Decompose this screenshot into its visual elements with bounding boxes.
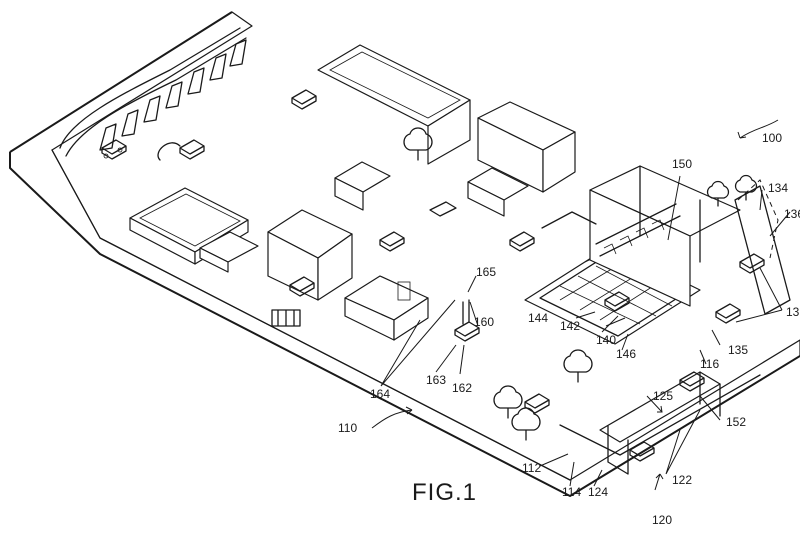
ref-124: 124 [588,485,608,499]
ref-146: 146 [616,347,636,361]
robot-icon [715,303,741,324]
robot-icon [679,371,705,392]
robot-icon [454,299,480,342]
robot-icon [739,253,765,274]
ref-164: 164 [370,387,390,401]
robot-icon [179,139,205,160]
trees [403,127,758,441]
ref-116: 116 [700,357,719,371]
ref-135: 135 [728,343,748,357]
reference-labels: 100 110 112 114 116 120 122 124 125 134 … [338,131,800,527]
work-cell-row [99,39,247,151]
robot-icon [524,393,550,414]
ref-100: 100 [762,131,782,145]
figure-caption: FIG.1 [412,479,477,506]
ref-140: 140 [596,333,616,347]
mobile-robots [101,89,765,462]
ref-152: 152 [726,415,746,429]
robot-icon [101,139,127,160]
ref-163: 163 [426,373,446,387]
ref-114: 114 [562,485,581,499]
ref-165: 165 [476,265,496,279]
tree-icon [734,174,758,201]
ref-122: 122 [672,473,692,487]
ref-125: 125 [653,389,673,403]
tree-icon [403,127,433,161]
ref-142: 142 [560,319,580,333]
robot-icon [379,231,405,252]
ref-138: 13 [786,305,800,319]
robot-icon [604,291,630,312]
misc-equipment [157,142,597,327]
ref-144: 144 [528,311,548,325]
ref-160: 160 [474,315,494,329]
ref-136: 136 [784,207,800,221]
ref-110: 110 [338,421,357,435]
room-blocks [129,44,576,341]
floor-slab [9,11,800,497]
ref-134: 134 [768,181,788,195]
ref-120: 120 [652,513,672,527]
tree-icon [493,385,523,419]
robot-icon [629,441,655,462]
robot-icon [509,231,535,252]
robot-icon [291,89,317,110]
tree-icon [706,180,730,207]
ref-150: 150 [672,157,692,171]
perimeter-wall-left [59,27,247,157]
tree-icon [511,407,541,441]
robot-icon [289,276,315,297]
ref-112: 112 [522,461,541,475]
tree-icon [563,349,593,383]
ref-162: 162 [452,381,472,395]
transport-corridor [559,179,791,475]
leader-lines [371,119,791,491]
